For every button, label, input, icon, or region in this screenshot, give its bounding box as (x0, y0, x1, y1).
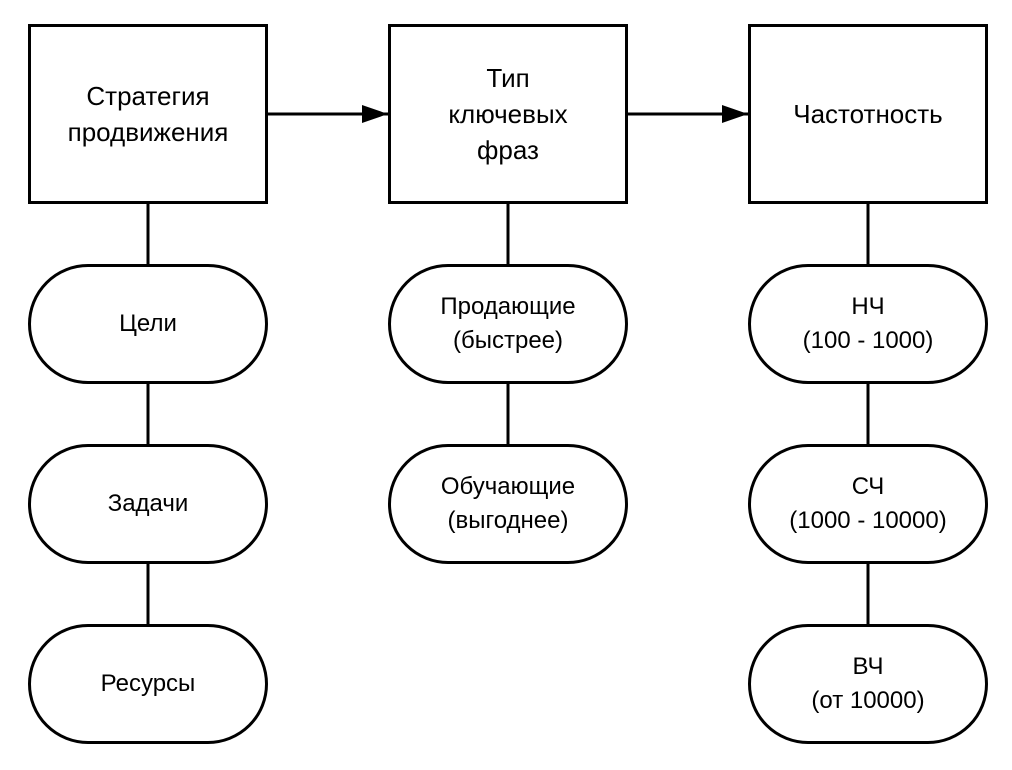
strategy-box: Стратегия продвижения (28, 24, 268, 204)
goals-node: Цели (28, 264, 268, 384)
keyword-type-box: Тип ключевых фраз (388, 24, 628, 204)
low-frequency-node: НЧ (100 - 1000) (748, 264, 988, 384)
educational-keywords-node: Обучающие (выгоднее) (388, 444, 628, 564)
resources-node: Ресурсы (28, 624, 268, 744)
selling-keywords-node: Продающие (быстрее) (388, 264, 628, 384)
tasks-node: Задачи (28, 444, 268, 564)
frequency-box: Частотность (748, 24, 988, 204)
high-frequency-node: ВЧ (от 10000) (748, 624, 988, 744)
mid-frequency-node: СЧ (1000 - 10000) (748, 444, 988, 564)
